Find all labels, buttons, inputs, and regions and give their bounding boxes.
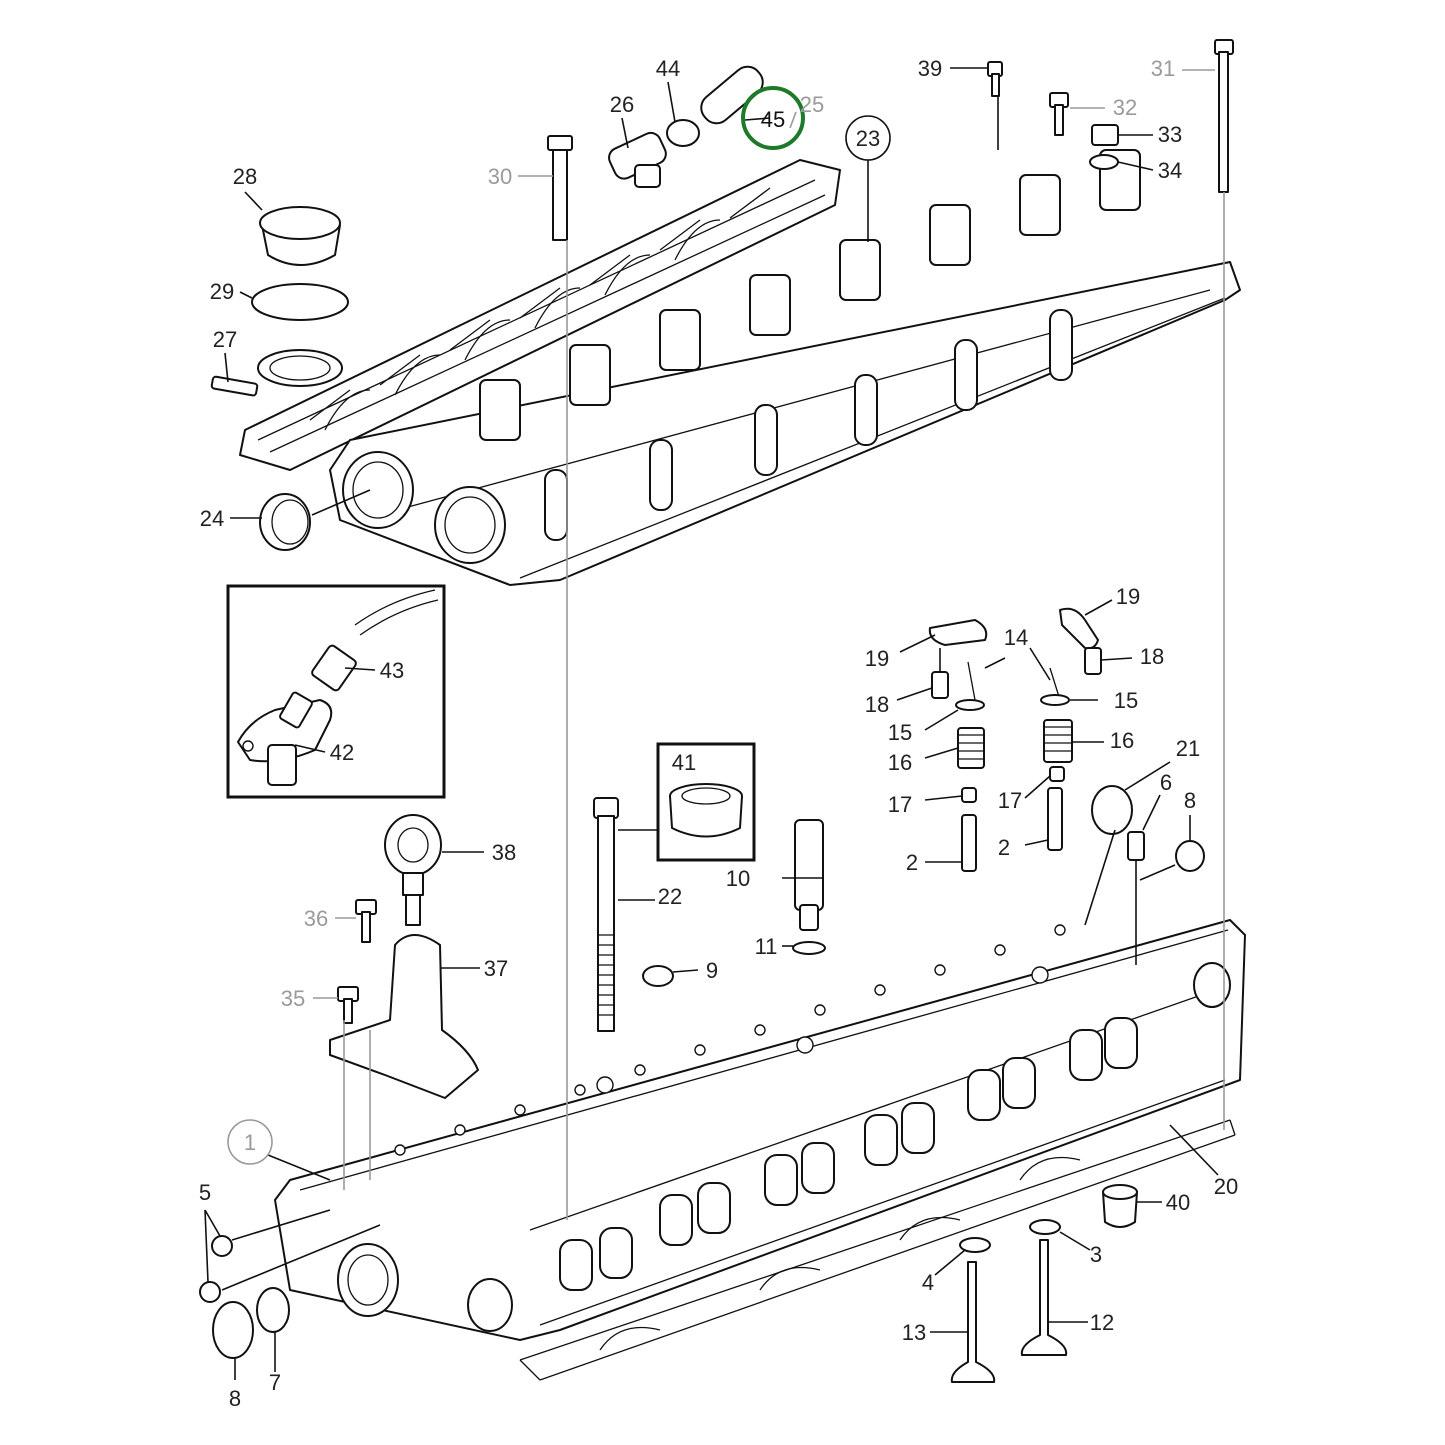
callout-20[interactable]: 20 <box>1214 1174 1238 1199</box>
head-gasket <box>519 1119 1236 1381</box>
callout-1[interactable]: 1 <box>244 1130 256 1155</box>
callout-23[interactable]: 23 <box>856 126 880 151</box>
callout-3[interactable]: 3 <box>1090 1242 1102 1267</box>
callout-15-right[interactable]: 15 <box>1114 688 1138 713</box>
plug-24 <box>259 493 311 551</box>
camshaft-housing <box>239 149 1241 586</box>
callout-1-circle <box>227 1119 273 1165</box>
callout-13[interactable]: 13 <box>902 1320 926 1345</box>
callout-38[interactable]: 38 <box>492 840 516 865</box>
callout-16-right[interactable]: 16 <box>1110 728 1134 753</box>
callout-27[interactable]: 27 <box>213 327 237 352</box>
callout-25[interactable]: 25 <box>800 92 824 117</box>
callout-33[interactable]: 33 <box>1158 122 1182 147</box>
sensor-inset <box>226 584 446 799</box>
callout-32[interactable]: 32 <box>1113 95 1137 120</box>
bolt-30 <box>547 135 573 241</box>
callout-29[interactable]: 29 <box>210 279 234 304</box>
callout-44[interactable]: 44 <box>656 56 680 81</box>
callout-18-right[interactable]: 18 <box>1140 644 1164 669</box>
callout-14[interactable]: 14 <box>1004 625 1028 650</box>
callout-23-circle <box>845 115 891 161</box>
callout-42[interactable]: 42 <box>330 740 354 765</box>
callout-8-top[interactable]: 8 <box>1184 788 1196 813</box>
callout-17-left[interactable]: 17 <box>888 792 912 817</box>
leader-lines <box>204 67 1225 1380</box>
callout-5[interactable]: 5 <box>199 1180 211 1205</box>
callout-19-left[interactable]: 19 <box>865 646 889 671</box>
callout-11[interactable]: 11 <box>755 934 778 959</box>
oil-filler-cap <box>210 206 349 397</box>
callout-17-right[interactable]: 17 <box>998 788 1022 813</box>
callout-40[interactable]: 40 <box>1166 1190 1190 1215</box>
callout-10[interactable]: 10 <box>726 866 750 891</box>
callout-15-left[interactable]: 15 <box>888 720 912 745</box>
lifting-eye <box>329 814 479 1099</box>
callout-18-left[interactable]: 18 <box>865 692 889 717</box>
callout-28[interactable]: 28 <box>233 164 257 189</box>
callout-16-left[interactable]: 16 <box>888 750 912 775</box>
callout-31[interactable]: 31 <box>1151 56 1175 81</box>
callout-24[interactable]: 24 <box>200 506 224 531</box>
callout-43[interactable]: 43 <box>380 658 404 683</box>
callout-2-left[interactable]: 2 <box>906 850 918 875</box>
callout-37[interactable]: 37 <box>484 956 508 981</box>
lower-loose-parts <box>199 1184 1138 1383</box>
bolts-top-right <box>987 39 1234 193</box>
breather-parts <box>608 65 764 188</box>
callout-34[interactable]: 34 <box>1158 158 1182 183</box>
callout-labels: 45 44 25 26 30 28 29 27 24 23 39 31 32 3… <box>199 56 1238 1411</box>
callout-markers <box>227 86 891 1165</box>
valve-train-parts <box>593 607 1205 1032</box>
cylinder-head <box>274 919 1246 1341</box>
callout-22[interactable]: 22 <box>658 884 682 909</box>
callout-12[interactable]: 12 <box>1090 1310 1114 1335</box>
callout-19-right[interactable]: 19 <box>1116 584 1140 609</box>
callout-35[interactable]: 35 <box>281 986 305 1011</box>
callout-39[interactable]: 39 <box>918 56 942 81</box>
callout-41[interactable]: 41 <box>672 750 696 775</box>
callout-8-bottom[interactable]: 8 <box>229 1386 241 1411</box>
callout-30[interactable]: 30 <box>488 164 512 189</box>
callout-9[interactable]: 9 <box>706 958 718 983</box>
callout-45-highlight-ring <box>741 86 805 150</box>
callout-45[interactable]: 45 <box>761 107 785 132</box>
bushing-inset <box>656 742 756 862</box>
callout-2-right[interactable]: 2 <box>998 835 1010 860</box>
callout-7[interactable]: 7 <box>269 1370 281 1395</box>
callout-4[interactable]: 4 <box>922 1270 934 1295</box>
callout-21[interactable]: 21 <box>1176 736 1200 761</box>
callout-36[interactable]: 36 <box>304 906 328 931</box>
callout-26[interactable]: 26 <box>610 92 634 117</box>
callout-6[interactable]: 6 <box>1160 770 1172 795</box>
